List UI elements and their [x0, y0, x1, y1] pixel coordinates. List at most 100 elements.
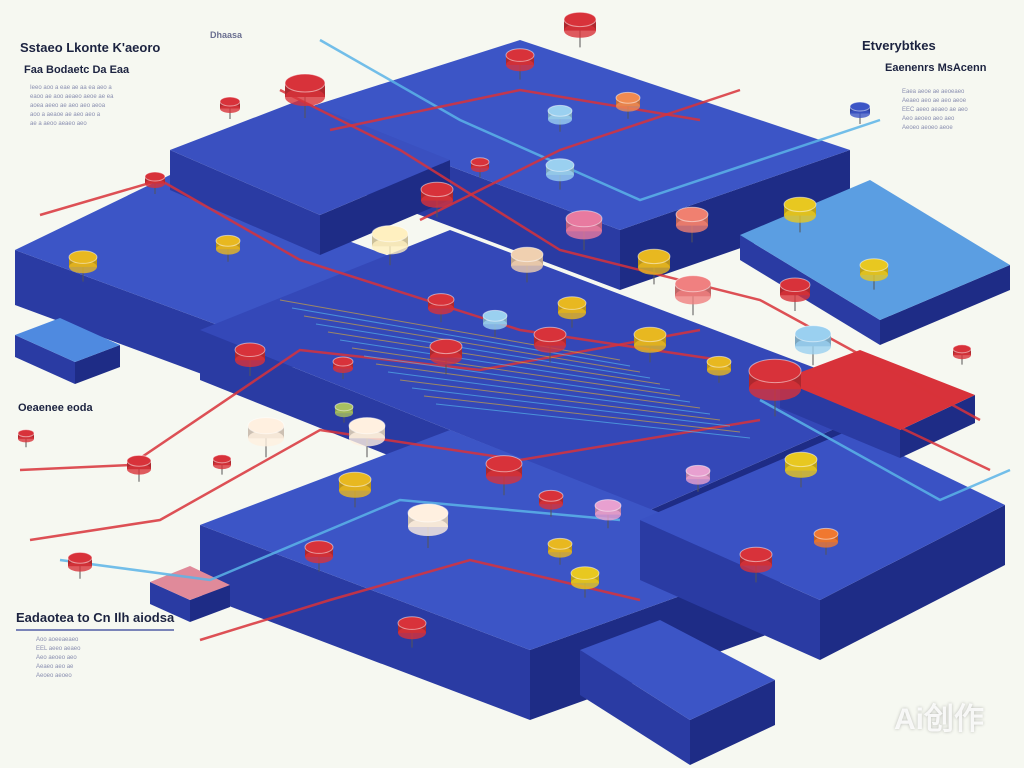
- node-cylinder: [505, 48, 535, 80]
- node-cylinder: [482, 309, 508, 337]
- node-part: [485, 455, 523, 473]
- right-bottom-slab-right-face: [820, 505, 1005, 660]
- node-part: [564, 23, 596, 38]
- node-cylinder: [557, 296, 587, 328]
- node-part: [483, 318, 507, 330]
- node-part: [248, 430, 284, 447]
- node-cylinder: [748, 358, 802, 417]
- wire: [19, 328, 701, 472]
- red-panel-right-face: [900, 395, 975, 458]
- red-panel-top-face: [780, 350, 975, 430]
- node-part: [285, 88, 325, 106]
- right-bottom-slab-top-face: [640, 430, 1005, 600]
- node-part: [219, 96, 241, 107]
- node-part: [339, 483, 371, 498]
- circuit-trace: [375, 363, 701, 409]
- node-part: [952, 344, 972, 354]
- node-cylinder: [637, 248, 671, 285]
- back-slab-right-face: [620, 150, 850, 290]
- bottom-left-text-block: Aoo aoeeaeaeo EEL aeeo aeaeo Aeo aeoeo a…: [36, 636, 80, 681]
- node-part: [304, 540, 334, 554]
- top-right-text-block: Eaea aeoe ae aeoeaeo Aeaeo aeo ae aeo ae…: [902, 88, 968, 133]
- node-cylinder: [570, 566, 600, 598]
- node-part: [548, 546, 572, 558]
- node-cylinder: [813, 527, 839, 555]
- node-part: [616, 100, 640, 112]
- node-part: [813, 527, 839, 540]
- node-part: [595, 508, 621, 521]
- node-part: [216, 243, 240, 255]
- right-bottom-slab-left-face: [640, 520, 820, 660]
- text-line: Aeo aeoeo aeo aeo: [902, 116, 955, 122]
- node-part: [784, 451, 818, 468]
- node-part: [335, 409, 353, 418]
- node-part: [615, 91, 641, 104]
- top-left-text-block: Ieeo aoo a eae ae aa ea aeo a eaoo ae ao…: [30, 84, 113, 129]
- node-cylinder: [420, 181, 454, 218]
- node-part: [547, 104, 573, 117]
- node-part: [784, 208, 816, 223]
- top-right-title: Etverybtkes: [862, 38, 936, 53]
- node-part: [407, 503, 449, 523]
- back-slab-top-face: [300, 40, 850, 230]
- wire: [279, 88, 981, 422]
- node-part: [676, 218, 708, 233]
- node-part: [859, 258, 889, 272]
- node-part: [427, 293, 455, 306]
- node-cylinder: [545, 158, 575, 190]
- wire: [59, 498, 621, 582]
- top-right-subtitle: Eaenenrs MsAcenn: [885, 62, 987, 74]
- wire: [759, 398, 1011, 502]
- node-part: [706, 355, 732, 368]
- top-left-title: Sstaeo Lkonte K'aeoro: [20, 40, 161, 55]
- node-part: [538, 489, 564, 502]
- node-part: [570, 566, 600, 580]
- node-part: [785, 463, 817, 478]
- wire: [199, 558, 641, 642]
- node-cylinder: [144, 171, 166, 194]
- node-part: [545, 158, 575, 172]
- node-cylinder: [427, 293, 455, 323]
- node-part: [428, 302, 454, 315]
- node-part: [739, 546, 773, 563]
- node-part: [470, 157, 490, 167]
- node-cylinder: [284, 73, 326, 118]
- node-part: [675, 288, 711, 305]
- upper-left-slab-left-face: [170, 150, 320, 255]
- node-cylinder: [563, 11, 597, 48]
- node-cylinder: [219, 96, 241, 119]
- node-part: [235, 353, 265, 367]
- red-panel-left-face: [780, 380, 900, 458]
- node-cylinder: [510, 246, 544, 283]
- node-part: [420, 181, 454, 198]
- text-line: EEL aeeo aeaeo: [36, 646, 81, 652]
- circuit-trace: [339, 339, 671, 391]
- node-part: [558, 306, 586, 320]
- node-part: [686, 473, 710, 485]
- node-cylinder: [783, 196, 817, 233]
- node-cylinder: [674, 275, 712, 316]
- node-part: [212, 454, 232, 464]
- node-cylinder: [685, 464, 711, 492]
- node-part: [594, 499, 622, 512]
- node-cylinder: [17, 429, 35, 448]
- node-part: [566, 223, 602, 240]
- node-part: [284, 73, 326, 93]
- front-small-slab-left-face: [580, 650, 690, 765]
- circuit-trace: [435, 403, 751, 439]
- upper-left-slab-right-face: [320, 160, 450, 255]
- circuit-trace: [363, 355, 691, 403]
- node-part: [482, 309, 508, 322]
- node-cylinder: [849, 101, 871, 124]
- node-part: [429, 338, 463, 355]
- node-part: [17, 429, 35, 438]
- left-slab-left-face: [15, 250, 245, 390]
- node-part: [633, 326, 667, 343]
- node-cylinder: [234, 342, 266, 376]
- text-line: Aeoeo aeoeo aeoe: [902, 125, 953, 131]
- node-cylinder: [247, 417, 285, 458]
- node-part: [247, 417, 285, 435]
- node-cylinder: [485, 455, 523, 496]
- text-line: Aeoeo aeoeo: [36, 673, 72, 679]
